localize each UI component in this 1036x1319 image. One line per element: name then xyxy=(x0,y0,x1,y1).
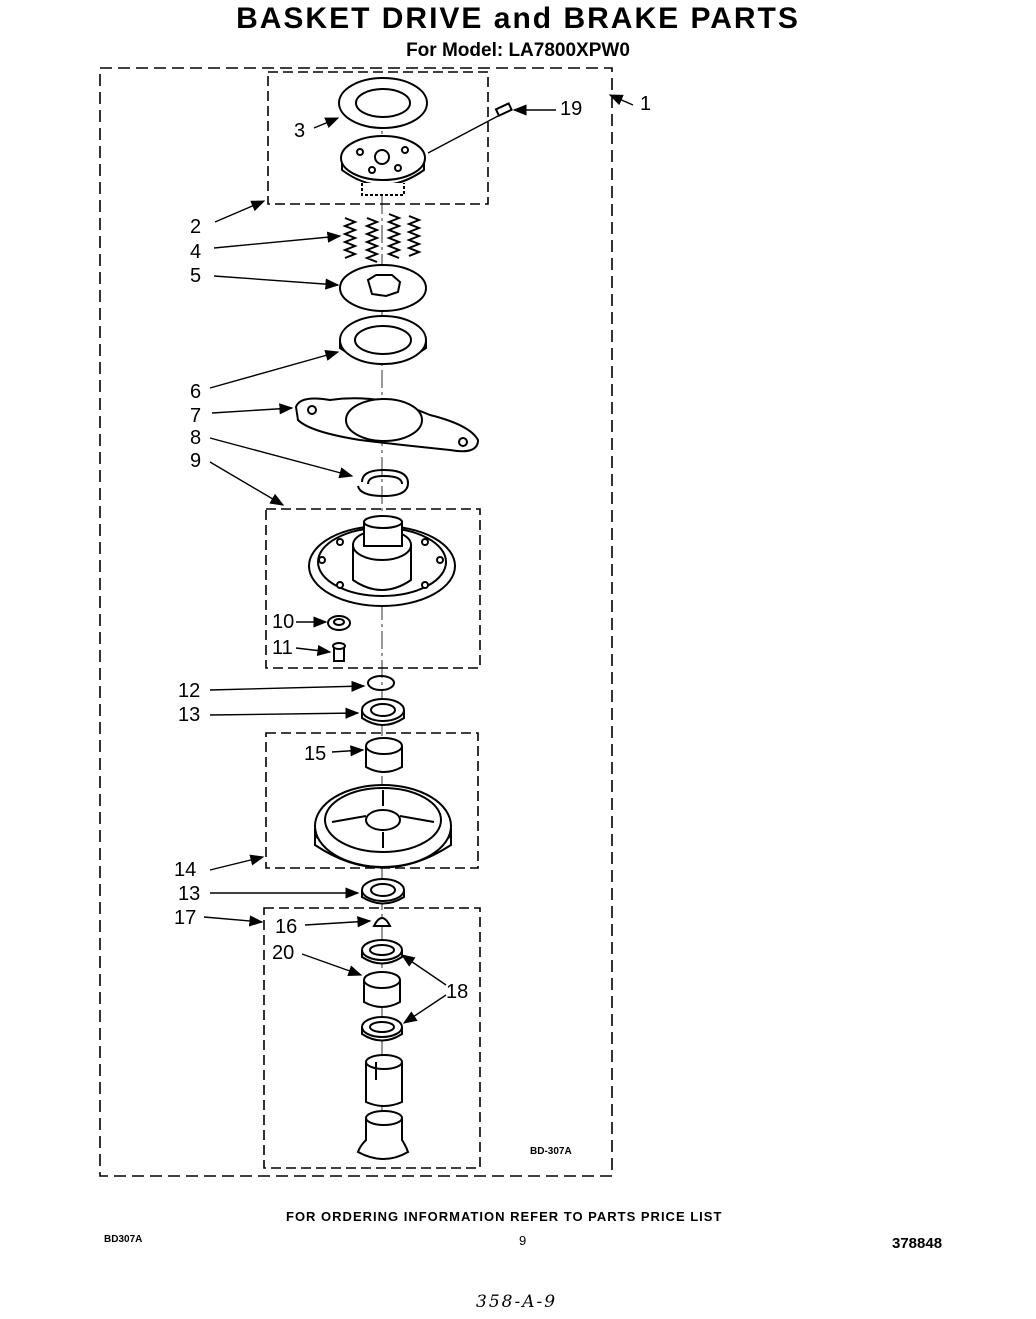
subassembly-box-9 xyxy=(265,508,481,669)
part-6-washer xyxy=(339,315,427,365)
callout-13-lower: 13 xyxy=(178,883,201,905)
part-20-bushing xyxy=(363,971,401,1008)
handwritten-note: 358-A-9 xyxy=(476,1292,558,1312)
part-7-brake-gasket xyxy=(294,397,480,453)
part-2-hub xyxy=(340,135,426,196)
part-16-cap xyxy=(372,917,392,927)
subassembly-box-2 xyxy=(267,71,489,205)
callout-11: 11 xyxy=(272,637,293,659)
part-14-pulley xyxy=(314,784,452,869)
part-13-bearing-upper xyxy=(361,698,405,726)
callout-2: 2 xyxy=(190,216,202,238)
callout-4: 4 xyxy=(190,241,202,263)
callout-7: 7 xyxy=(190,405,202,427)
part-4-springs xyxy=(342,213,422,263)
callout-13-upper: 13 xyxy=(178,704,201,726)
document-number: 378848 xyxy=(892,1235,943,1252)
callout-9: 9 xyxy=(190,450,202,472)
callout-10: 10 xyxy=(272,611,295,633)
callout-18: 18 xyxy=(446,981,469,1003)
page-number: 9 xyxy=(519,1233,527,1248)
callout-12: 12 xyxy=(178,680,201,702)
part-18-bearing-ring-lower xyxy=(361,1016,403,1042)
callout-16: 16 xyxy=(275,916,298,938)
part-9-brake-housing xyxy=(308,515,456,607)
callout-19: 19 xyxy=(560,98,583,120)
callout-17: 17 xyxy=(174,907,197,929)
part-13-bearing-lower xyxy=(361,878,405,905)
callout-3: 3 xyxy=(294,120,306,142)
callout-6: 6 xyxy=(190,381,202,403)
shaft-piece-lower xyxy=(356,1110,410,1160)
subassembly-box-14 xyxy=(265,732,479,869)
page-title: BASKET DRIVE and BRAKE PARTS xyxy=(236,2,800,35)
ordering-note: FOR ORDERING INFORMATION REFER TO PARTS … xyxy=(286,1209,723,1224)
part-15-bushing xyxy=(365,737,403,773)
callout-8: 8 xyxy=(190,427,202,449)
part-12-clip xyxy=(367,675,395,691)
footer-left-code: BD307A xyxy=(104,1234,143,1245)
part-19-pin xyxy=(494,102,513,118)
part-18-bearing-ring-upper xyxy=(361,939,403,965)
callout-15: 15 xyxy=(304,743,327,765)
part-3-thrust-washer xyxy=(338,77,428,129)
callout-20: 20 xyxy=(272,942,295,964)
shaft-piece-upper xyxy=(365,1054,403,1107)
diagram-code: BD-307A xyxy=(530,1146,572,1157)
callout-1: 1 xyxy=(640,93,652,115)
model-line: For Model: LA7800XPW0 xyxy=(406,40,630,61)
assembly-frame xyxy=(99,67,613,1177)
part-11-screw xyxy=(332,642,346,662)
callout-14: 14 xyxy=(174,859,197,881)
subassembly-box-17 xyxy=(263,907,481,1169)
part-5-spring-plate xyxy=(339,264,427,312)
part-10-nut xyxy=(327,615,351,631)
part-8-retaining-ring xyxy=(357,468,410,498)
callout-5: 5 xyxy=(190,265,202,287)
